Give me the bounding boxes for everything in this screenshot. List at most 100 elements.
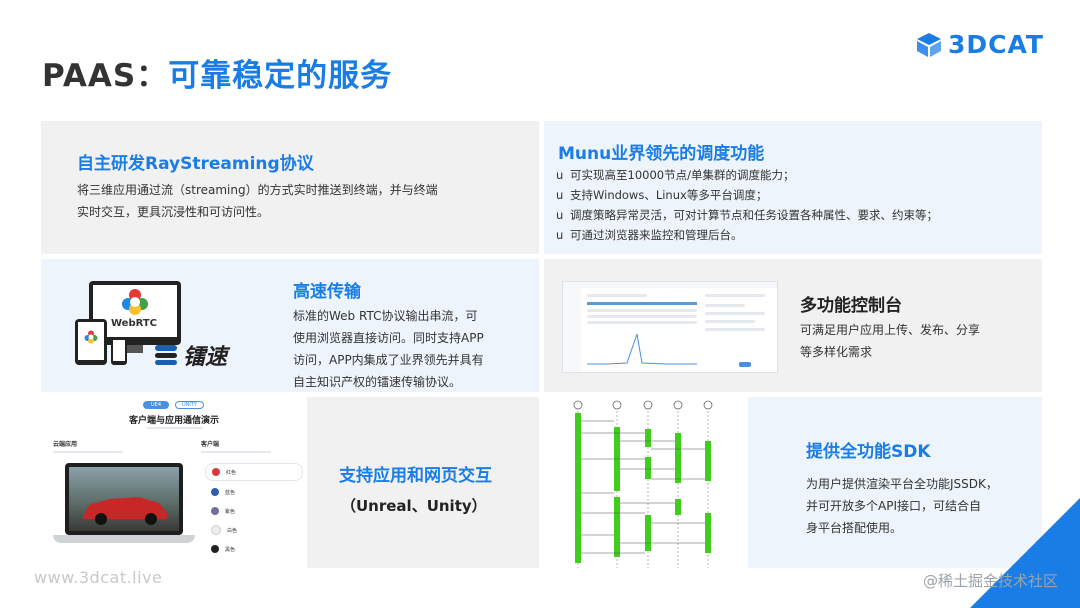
monitor-stand bbox=[127, 345, 143, 353]
transfer-line: 使用浏览器直接访问。同时支持APP bbox=[293, 331, 484, 345]
webrtc-logo-icon bbox=[84, 330, 98, 344]
demo-tab-unity: UNITY bbox=[175, 401, 204, 409]
bullet-marker: u bbox=[556, 188, 564, 202]
demo-option: 黑色 bbox=[205, 541, 303, 557]
console-sidebar bbox=[563, 288, 581, 372]
raysync-icon bbox=[155, 345, 177, 365]
demo-options: 红色 蓝色 紫色 白色 黑色 bbox=[205, 463, 303, 557]
raysync-logo: 镭速 bbox=[153, 339, 227, 371]
console-line-text: 可满足用户应用上传、发布、分享 bbox=[800, 323, 981, 337]
interact-panel: UE4 UNITY 客户端与应用通信演示 云端应用 客户端 红色 蓝色 紫色 白… bbox=[41, 397, 539, 568]
raystreaming-line: 将三维应用通过流（streaming）的方式实时推送到终端，并与终端 bbox=[77, 183, 438, 197]
demo-subheading bbox=[147, 427, 203, 429]
console-table-header bbox=[587, 302, 697, 305]
bullet-marker: u bbox=[556, 208, 564, 222]
munu-bullet: u 支持Windows、Linux等多平台调度； bbox=[556, 185, 938, 205]
demo-heading: 客户端与应用通信演示 bbox=[128, 416, 219, 426]
demo-option: 白色 bbox=[205, 522, 303, 538]
console-panel: 多功能控制台 可满足用户应用上传、发布、分享 等多样化需求 bbox=[544, 259, 1042, 392]
sdk-text: 为用户提供渲染平台全功能JSSDK， 并可开放多个API接口，可结合自 身平台搭… bbox=[806, 473, 1036, 539]
option-label: 白色 bbox=[227, 527, 238, 534]
laptop-screen bbox=[69, 467, 179, 531]
option-label: 紫色 bbox=[225, 508, 236, 515]
sequence-diagram-image bbox=[544, 397, 748, 568]
raystreaming-text: 将三维应用通过流（streaming）的方式实时推送到终端，并与终端 实时交互，… bbox=[77, 179, 527, 223]
laptop-base bbox=[53, 535, 195, 543]
console-title: 多功能控制台 bbox=[800, 296, 902, 316]
option-label: 黑色 bbox=[225, 546, 236, 553]
munu-bullet-list: u 可实现高至10000节点/单集群的调度能力； u 支持Windows、Linux… bbox=[556, 165, 938, 245]
transfer-panel: WebRTC 镭速 高速传输 标准的Web RTC协议输出 bbox=[41, 259, 539, 392]
console-line bbox=[587, 321, 697, 324]
color-dot bbox=[211, 525, 221, 535]
interact-text-area: 支持应用和网页交互 （Unreal、Unity） bbox=[307, 397, 539, 568]
phone-screen bbox=[113, 340, 125, 361]
cube-icon bbox=[917, 32, 942, 57]
sdk-text-area: 提供全功能SDK 为用户提供渲染平台全功能JSSDK， 并可开放多个API接口，… bbox=[748, 397, 1042, 568]
munu-bullet: u 调度策略异常灵活，可对计算节点和任务设置各种属性、要求、约束等； bbox=[556, 205, 938, 225]
console-text: 可满足用户应用上传、发布、分享 等多样化需求 bbox=[800, 319, 1030, 363]
sdk-line: 身平台搭配使用。 bbox=[806, 521, 903, 535]
console-line-chart bbox=[587, 333, 697, 365]
console-line bbox=[705, 328, 765, 331]
webrtc-devices-image: WebRTC 镭速 bbox=[75, 279, 255, 389]
transfer-text: 标准的Web RTC协议输出串流，可 使用浏览器直接访问。同时支持APP 访问，… bbox=[293, 305, 533, 393]
title-prefix: PAAS： bbox=[42, 58, 169, 94]
tablet-screen bbox=[78, 322, 104, 360]
interaction-demo-screenshot: UE4 UNITY 客户端与应用通信演示 云端应用 客户端 红色 蓝色 紫色 白… bbox=[41, 397, 307, 568]
bullet-text: 可通过浏览器来监控和管理后台。 bbox=[570, 228, 743, 242]
bullet-marker: u bbox=[556, 228, 564, 242]
webrtc-label: WebRTC bbox=[111, 318, 158, 329]
phone-shape bbox=[111, 337, 127, 365]
console-line bbox=[587, 309, 697, 312]
demo-tabs: UE4 UNITY bbox=[143, 401, 204, 409]
monitor-screen: WebRTC bbox=[93, 285, 177, 337]
transfer-line: 标准的Web RTC协议输出串流，可 bbox=[293, 309, 478, 323]
console-line bbox=[587, 315, 697, 318]
color-dot bbox=[211, 545, 219, 553]
webrtc-logo-icon bbox=[122, 289, 148, 315]
raystreaming-title: 自主研发RayStreaming协议 bbox=[77, 154, 314, 174]
title-main: 可靠稳定的服务 bbox=[168, 58, 393, 94]
demo-option: 紫色 bbox=[205, 503, 303, 519]
raysync-label: 镭速 bbox=[183, 345, 228, 370]
demo-left-label: 云端应用 bbox=[53, 441, 78, 448]
tablet-shape bbox=[75, 319, 107, 365]
sequence-diagram bbox=[573, 400, 713, 568]
console-line bbox=[587, 294, 647, 297]
demo-desc-line bbox=[53, 451, 123, 453]
console-line bbox=[705, 320, 755, 323]
interact-title: 支持应用和网页交互 bbox=[339, 466, 492, 486]
option-label: 蓝色 bbox=[225, 489, 236, 496]
option-label: 红色 bbox=[226, 469, 237, 476]
raystreaming-line: 实时交互，更具沉浸性和可访问性。 bbox=[77, 205, 270, 219]
logo-text: 3DCAT bbox=[948, 30, 1044, 59]
munu-bullet: u 可实现高至10000节点/单集群的调度能力； bbox=[556, 165, 938, 185]
munu-bullet: u 可通过浏览器来监控和管理后台。 bbox=[556, 225, 938, 245]
bullet-text: 调度策略异常灵活，可对计算节点和任务设置各种属性、要求、约束等； bbox=[570, 208, 938, 222]
footer-url: www.3dcat.live bbox=[34, 568, 163, 587]
bullet-text: 可实现高至10000节点/单集群的调度能力； bbox=[570, 168, 795, 182]
console-line bbox=[705, 294, 765, 297]
demo-option: 红色 bbox=[205, 463, 303, 481]
demo-option: 蓝色 bbox=[205, 484, 303, 500]
sdk-title: 提供全功能SDK bbox=[806, 442, 931, 462]
transfer-line: 自主知识产权的镭速传输协议。 bbox=[293, 375, 462, 389]
console-topbar bbox=[563, 282, 777, 288]
munu-title: Munu业界领先的调度功能 bbox=[558, 144, 765, 164]
sdk-line: 为用户提供渲染平台全功能JSSDK， bbox=[806, 477, 998, 491]
bullet-marker: u bbox=[556, 168, 564, 182]
sdk-line: 并可开放多个API接口，可结合自 bbox=[806, 499, 981, 513]
interact-subtitle: （Unreal、Unity） bbox=[341, 497, 487, 515]
page-title: PAAS：可靠稳定的服务 bbox=[42, 50, 392, 95]
sdk-panel: 提供全功能SDK 为用户提供渲染平台全功能JSSDK， 并可开放多个API接口，… bbox=[544, 397, 1042, 568]
corner-decoration bbox=[970, 498, 1080, 608]
bullet-text: 支持Windows、Linux等多平台调度； bbox=[570, 188, 768, 202]
transfer-title: 高速传输 bbox=[293, 282, 361, 302]
console-line-text: 等多样化需求 bbox=[800, 345, 873, 359]
console-line bbox=[705, 304, 745, 307]
raystreaming-panel: 自主研发RayStreaming协议 将三维应用通过流（streaming）的方… bbox=[41, 121, 539, 254]
brand-logo: 3DCAT bbox=[916, 30, 1044, 59]
console-screenshot bbox=[562, 281, 778, 373]
